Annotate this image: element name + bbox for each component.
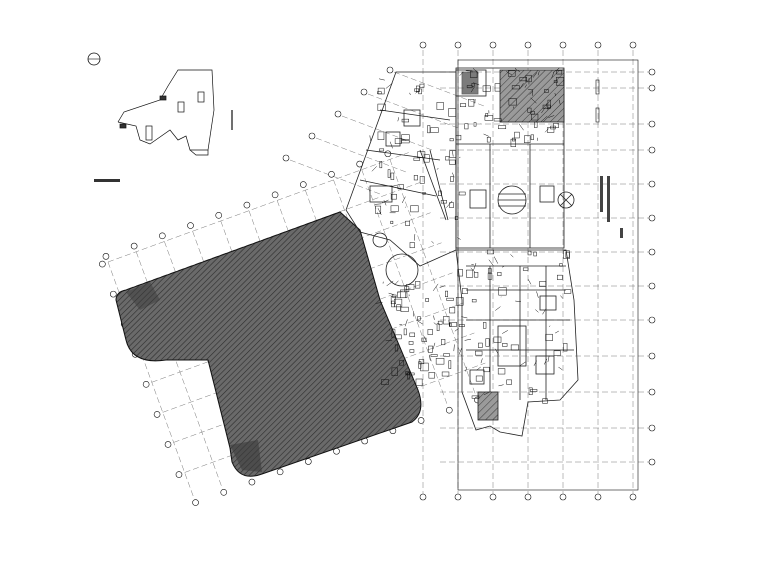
column-bubble-icon	[99, 260, 106, 268]
column-bubble-icon	[187, 222, 194, 229]
key-plan	[117, 69, 233, 156]
column-bubble-icon	[594, 41, 602, 49]
column-bubble-icon	[648, 120, 656, 128]
column-bubble-icon	[271, 191, 279, 199]
column-bubble-icon	[360, 88, 368, 96]
column-bubble-icon	[629, 493, 637, 501]
column-bubble-icon	[130, 242, 138, 250]
column-bubble-icon	[153, 411, 161, 418]
column-bubble-icon	[445, 406, 453, 414]
upper-right-block	[455, 67, 575, 249]
column-bubble-icon	[192, 499, 199, 506]
column-bubble-icon	[305, 458, 312, 465]
column-bubble-icon	[559, 493, 567, 501]
column-bubble-icon	[648, 180, 656, 188]
hatched-floor-area	[115, 211, 422, 477]
column-bubble-icon	[648, 68, 656, 76]
column-bubble-icon	[524, 41, 532, 49]
column-bubble-icon	[489, 493, 497, 501]
column-bubble-icon	[648, 316, 656, 324]
key-plan-caption-mark	[94, 179, 120, 182]
column-bubble-icon	[386, 66, 394, 74]
grid-lines-right	[422, 50, 650, 498]
column-bubble-icon	[648, 214, 656, 222]
column-bubble-icon	[648, 424, 656, 432]
lower-right-block	[455, 249, 579, 437]
column-bubble-icon	[220, 489, 228, 496]
column-bubble-icon	[110, 290, 117, 298]
column-bubble-icon	[299, 181, 307, 188]
column-bubble-icon	[524, 493, 532, 501]
column-bubble-icon	[648, 352, 656, 360]
column-bubble-icon	[215, 212, 223, 219]
column-bubble-icon	[142, 381, 150, 388]
column-bubble-icon	[648, 248, 656, 256]
column-bubble-icon	[419, 493, 427, 501]
plan-title-block	[595, 79, 623, 238]
connector-wing	[345, 71, 457, 287]
column-bubble-icon	[648, 282, 656, 290]
column-bubble-icon	[417, 417, 425, 424]
column-bubble-icon	[243, 201, 251, 209]
north-arrow-icon	[87, 52, 101, 66]
column-bubble-icon	[419, 41, 427, 49]
column-bubble-icon	[334, 110, 342, 118]
grid-bubbles-right	[419, 41, 656, 501]
column-bubble-icon	[175, 471, 183, 478]
column-bubble-icon	[102, 253, 110, 260]
column-bubble-icon	[164, 441, 172, 448]
column-bubble-icon	[308, 132, 316, 140]
column-bubble-icon	[648, 388, 656, 396]
column-bubble-icon	[282, 154, 290, 162]
equipment-details	[369, 67, 572, 404]
column-bubble-icon	[489, 41, 497, 49]
column-bubble-icon	[559, 41, 567, 49]
column-bubble-icon	[276, 468, 284, 476]
column-bubble-icon	[594, 493, 602, 501]
column-bubble-icon	[384, 150, 392, 158]
column-bubble-icon	[159, 232, 166, 240]
column-bubble-icon	[454, 493, 462, 501]
column-bubble-icon	[248, 478, 256, 486]
column-bubble-icon	[629, 41, 637, 49]
column-bubble-icon	[328, 170, 335, 178]
column-bubble-icon	[648, 84, 656, 92]
grid-bubbles-wing	[99, 66, 481, 506]
column-bubble-icon	[648, 458, 656, 466]
column-bubble-icon	[648, 146, 656, 154]
column-bubble-icon	[454, 41, 462, 49]
